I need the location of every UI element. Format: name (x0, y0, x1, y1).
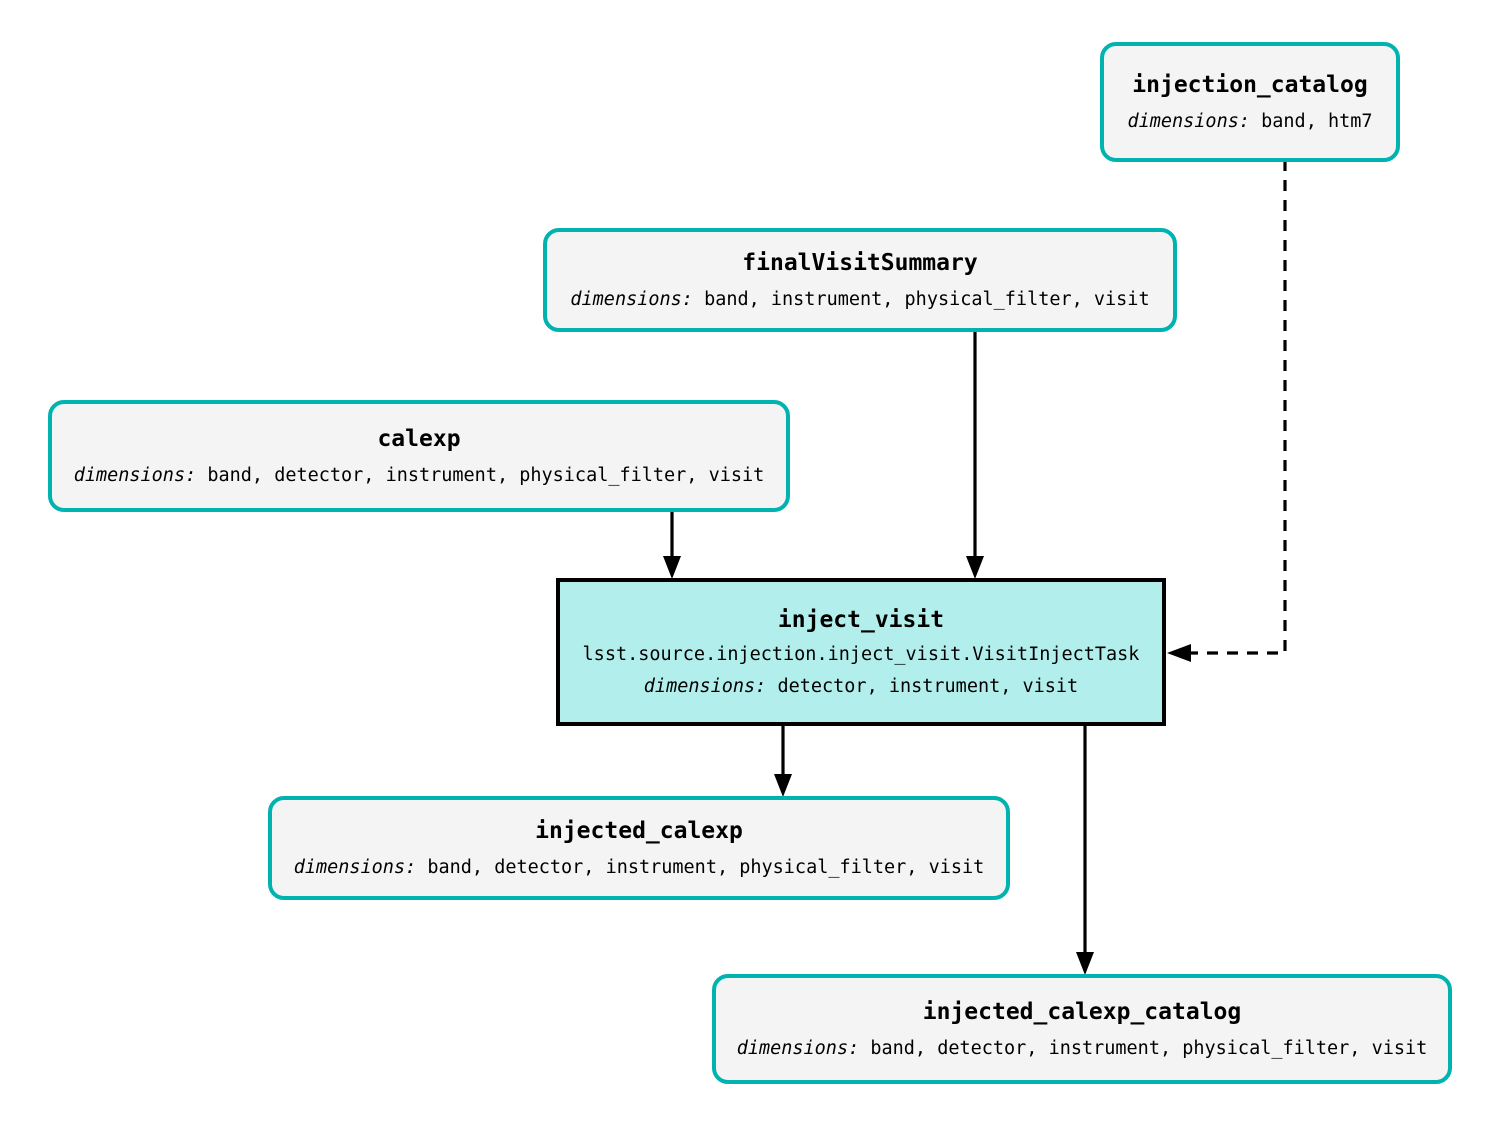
task-class-label: lsst.source.injection.inject_visit.Visit… (582, 643, 1140, 665)
node-dimensions: dimensions: detector, instrument, visit (644, 676, 1078, 697)
node-title: calexp (377, 425, 461, 452)
dimensions-values: detector, instrument, visit (777, 676, 1079, 698)
dimensions-values: band, detector, instrument, physical_fil… (870, 1038, 1428, 1060)
node-title: injected_calexp (535, 817, 743, 844)
node-title: finalVisitSummary (742, 249, 978, 276)
dimensions-values: band, detector, instrument, physical_fil… (207, 465, 765, 487)
dataset-node-calexp[interactable]: calexp dimensions: band, detector, instr… (48, 400, 790, 512)
edge-inject-visit-to-injected-calexp-catalog (1076, 726, 1094, 975)
task-node-inject-visit[interactable]: inject_visit lsst.source.injection.injec… (556, 578, 1166, 726)
dataset-node-injected-calexp[interactable]: injected_calexp dimensions: band, detect… (268, 796, 1010, 900)
node-dimensions: dimensions: band, detector, instrument, … (737, 1038, 1428, 1059)
dimensions-label: dimensions: (643, 676, 767, 698)
dimensions-values: band, htm7 (1261, 111, 1373, 133)
dataset-node-finalvisitsummary[interactable]: finalVisitSummary dimensions: band, inst… (543, 228, 1177, 332)
dimensions-label: dimensions: (293, 857, 417, 879)
edge-calexp-to-inject-visit (663, 512, 681, 579)
node-title: inject_visit (777, 606, 945, 633)
edge-finalvisitsummary-to-inject-visit (966, 332, 984, 579)
dimensions-label: dimensions: (570, 289, 693, 311)
dataset-node-injected-calexp-catalog[interactable]: injected_calexp_catalog dimensions: band… (712, 974, 1452, 1084)
dimensions-label: dimensions: (73, 465, 197, 487)
dimensions-label: dimensions: (1127, 111, 1250, 133)
node-dimensions: dimensions: band, htm7 (1127, 111, 1372, 132)
dimensions-values: band, instrument, physical_filter, visit (704, 289, 1150, 311)
node-dimensions: dimensions: band, detector, instrument, … (294, 857, 985, 878)
dimensions-label: dimensions: (736, 1038, 860, 1060)
node-title: injected_calexp_catalog (922, 998, 1242, 1025)
dimensions-values: band, detector, instrument, physical_fil… (427, 857, 985, 879)
dataset-node-injection-catalog[interactable]: injection_catalog dimensions: band, htm7 (1100, 42, 1400, 162)
edge-inject-visit-to-injected-calexp (774, 726, 792, 797)
edge-injection-catalog-to-inject-visit (1167, 160, 1287, 662)
node-title: injection_catalog (1132, 71, 1368, 98)
node-dimensions: dimensions: band, instrument, physical_f… (570, 289, 1149, 310)
node-dimensions: dimensions: band, detector, instrument, … (74, 465, 765, 486)
